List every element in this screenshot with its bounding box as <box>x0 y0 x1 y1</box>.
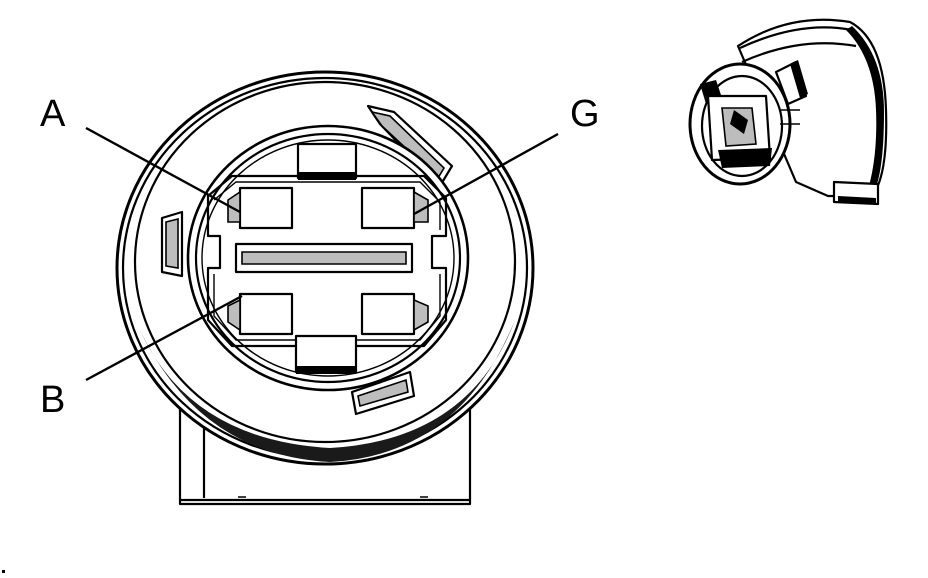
corner-mark <box>2 570 5 573</box>
pin-label-g: G <box>570 93 600 135</box>
pin-leader-lines <box>85 126 559 382</box>
terminal-d-cavity <box>360 292 429 336</box>
pin-label-a: A <box>40 93 66 135</box>
terminal-b-cavity <box>227 292 294 336</box>
connector-key-blocks <box>294 142 358 374</box>
connector-locking-tabs <box>160 104 454 416</box>
terminal-g-cavity <box>360 186 429 230</box>
center-divider-bar <box>234 242 414 274</box>
terminal-a-cavity <box>227 186 294 230</box>
leader-line-b <box>85 294 243 382</box>
terminal-cavities <box>227 186 429 336</box>
leader-line-g <box>413 132 559 216</box>
connector-isometric-view <box>688 18 888 206</box>
leader-line-a <box>85 126 241 214</box>
pin-label-b: B <box>40 379 65 421</box>
